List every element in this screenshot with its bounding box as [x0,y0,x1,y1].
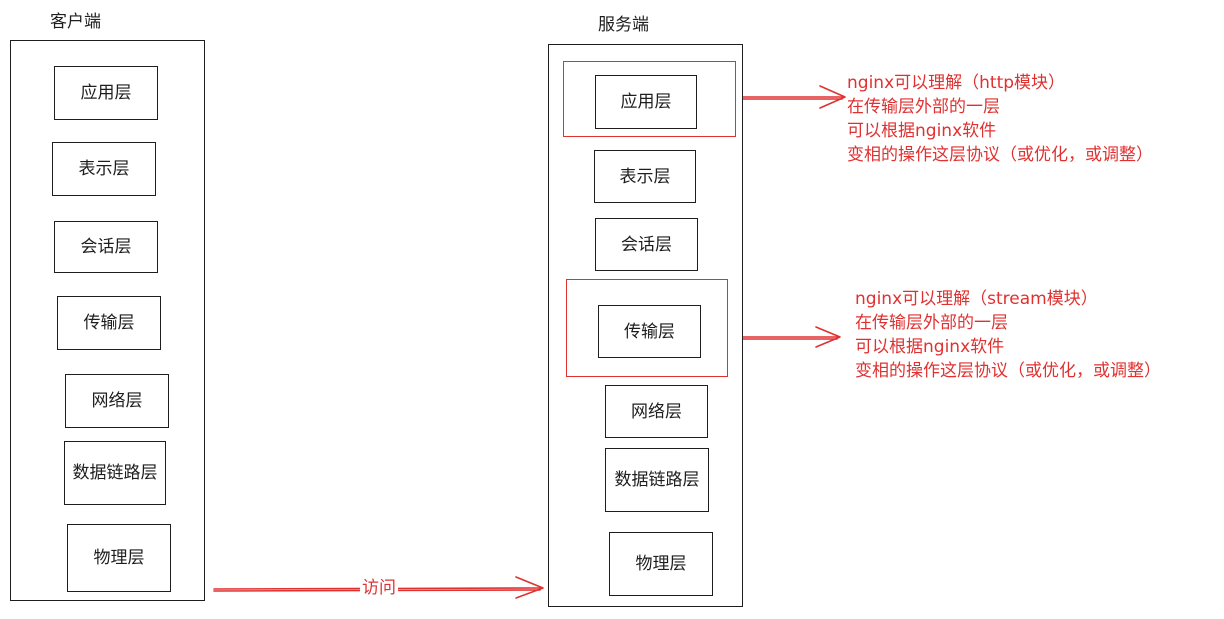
http-note-line: 变相的操作这层协议（或优化，或调整） [847,145,1153,165]
client-layer-session: 会话层 [54,221,158,273]
client-layer-datalink: 数据链路层 [64,441,166,505]
client-layer-presentation: 表示层 [52,142,156,196]
server-layer-network: 网络层 [605,385,708,438]
server-title: 服务端 [598,15,649,35]
server-layer-physical: 物理层 [609,532,713,596]
client-layer-physical: 物理层 [67,524,171,592]
server-layer-application: 应用层 [595,75,697,129]
client-layer-network: 网络层 [65,374,169,428]
server-layer-presentation: 表示层 [594,150,696,203]
server-layer-transport: 传输层 [598,305,701,358]
client-title: 客户端 [50,12,101,32]
access-label: 访问 [360,578,398,598]
client-layer-transport: 传输层 [57,296,161,350]
stream-note-line: 变相的操作这层协议（或优化，或调整） [855,361,1161,381]
stream-module-note: nginx可以理解（stream模块） 在传输层外部的一层 可以根据nginx软… [855,287,1161,383]
server-layer-session: 会话层 [595,218,698,271]
http-note-line: 可以根据nginx软件 [847,121,997,141]
http-note-line: 在传输层外部的一层 [847,97,1000,117]
stream-note-line: nginx可以理解（stream模块） [855,289,1098,309]
stream-highlight-box [566,279,728,377]
client-panel [10,40,205,601]
http-highlight-box [563,61,736,137]
http-note-line: nginx可以理解（http模块） [847,73,1066,93]
client-layer-application: 应用层 [54,66,158,120]
server-layer-datalink: 数据链路层 [605,448,709,512]
stream-note-line: 可以根据nginx软件 [855,337,1005,357]
http-module-note: nginx可以理解（http模块） 在传输层外部的一层 可以根据nginx软件 … [847,71,1153,167]
stream-note-line: 在传输层外部的一层 [855,313,1008,333]
